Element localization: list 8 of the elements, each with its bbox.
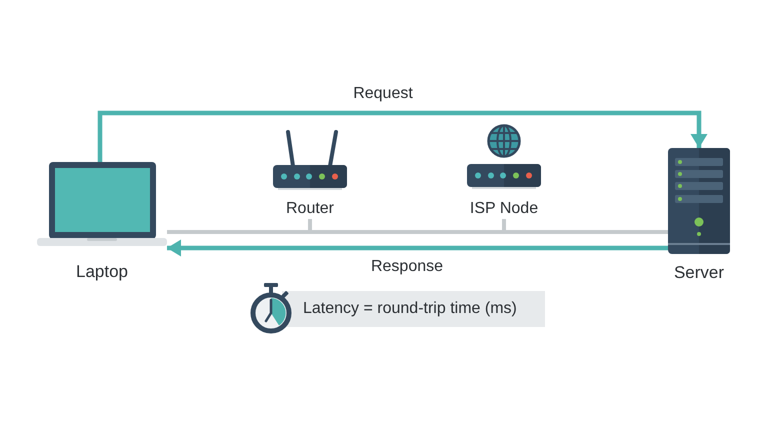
node-label: Router: [284, 199, 336, 219]
node-label: ISP Node: [468, 199, 540, 219]
arrow: [98, 110, 708, 162]
note-panel: [282, 291, 545, 327]
node-label: Laptop: [75, 261, 129, 283]
node-label: Server: [672, 262, 726, 284]
note-text: Latency = round-trip time (ms): [303, 300, 517, 318]
arrow: [167, 240, 668, 256]
